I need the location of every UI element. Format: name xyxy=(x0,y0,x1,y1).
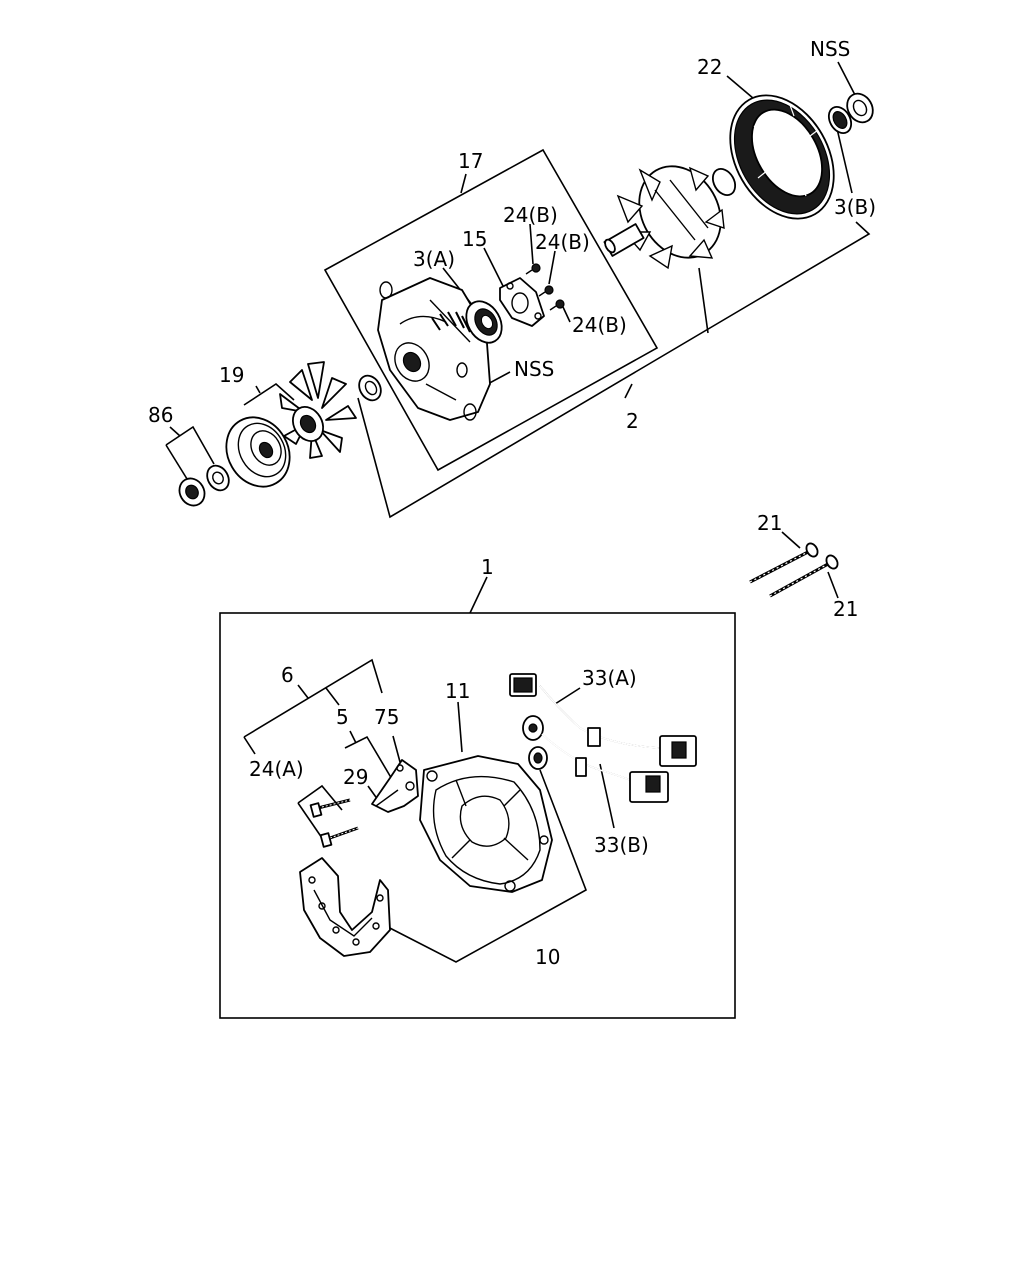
label-3a: 3(A) xyxy=(413,247,455,271)
nut-86 xyxy=(178,477,206,507)
label-10: 10 xyxy=(535,945,560,969)
rear-bracket-11 xyxy=(419,755,553,893)
label-75: 75 xyxy=(374,705,399,729)
label-24a: 24(A) xyxy=(249,757,304,781)
bearing-3a xyxy=(465,300,503,344)
label-17: 17 xyxy=(458,149,483,173)
group-17-box xyxy=(323,148,659,472)
part-labels: 22 NSS 3(B) 17 24(B) 24(B) 24(B) 15 3(A)… xyxy=(148,37,876,969)
spacer-collar xyxy=(358,374,382,402)
rotor xyxy=(603,165,737,270)
label-6: 6 xyxy=(281,663,294,687)
label-86: 86 xyxy=(148,403,173,427)
washer-86 xyxy=(206,464,230,492)
label-3b: 3(B) xyxy=(834,195,876,219)
rectifier-plate-10 xyxy=(299,857,391,957)
label-21-b: 21 xyxy=(833,597,858,621)
wire-harness-33 xyxy=(509,673,697,803)
bearing-3b xyxy=(827,105,853,135)
label-24b-2: 24(B) xyxy=(535,230,590,254)
stator-part-22 xyxy=(729,94,835,220)
washer-nss-top xyxy=(846,92,874,124)
terminal-grommet xyxy=(528,746,548,770)
label-22: 22 xyxy=(697,55,722,79)
label-24b-3: 24(B) xyxy=(572,313,627,337)
label-11: 11 xyxy=(445,679,470,703)
screws-24b xyxy=(525,263,565,311)
group-2-bracket xyxy=(357,221,871,519)
retainer-plate-15 xyxy=(499,277,545,327)
label-33a: 33(A) xyxy=(582,666,637,690)
label-5: 5 xyxy=(336,705,349,729)
label-2: 2 xyxy=(626,409,639,433)
label-nss-top: NSS xyxy=(810,37,850,61)
group-1-box xyxy=(219,612,736,1019)
label-21-a: 21 xyxy=(757,511,782,535)
lower-leader-lines xyxy=(219,576,736,1019)
label-15: 15 xyxy=(462,227,487,251)
screws-24a xyxy=(309,798,359,848)
label-24b-1: 24(B) xyxy=(503,203,558,227)
label-29: 29 xyxy=(343,765,368,789)
through-bolts-21 xyxy=(749,531,839,599)
label-nss-mid: NSS xyxy=(514,357,554,381)
label-1: 1 xyxy=(481,555,494,579)
pulley-19 xyxy=(225,416,291,488)
label-33b: 33(B) xyxy=(594,833,649,857)
label-19: 19 xyxy=(219,363,244,387)
front-bracket xyxy=(377,277,491,421)
brush-holder xyxy=(371,759,419,813)
fan xyxy=(279,361,357,459)
